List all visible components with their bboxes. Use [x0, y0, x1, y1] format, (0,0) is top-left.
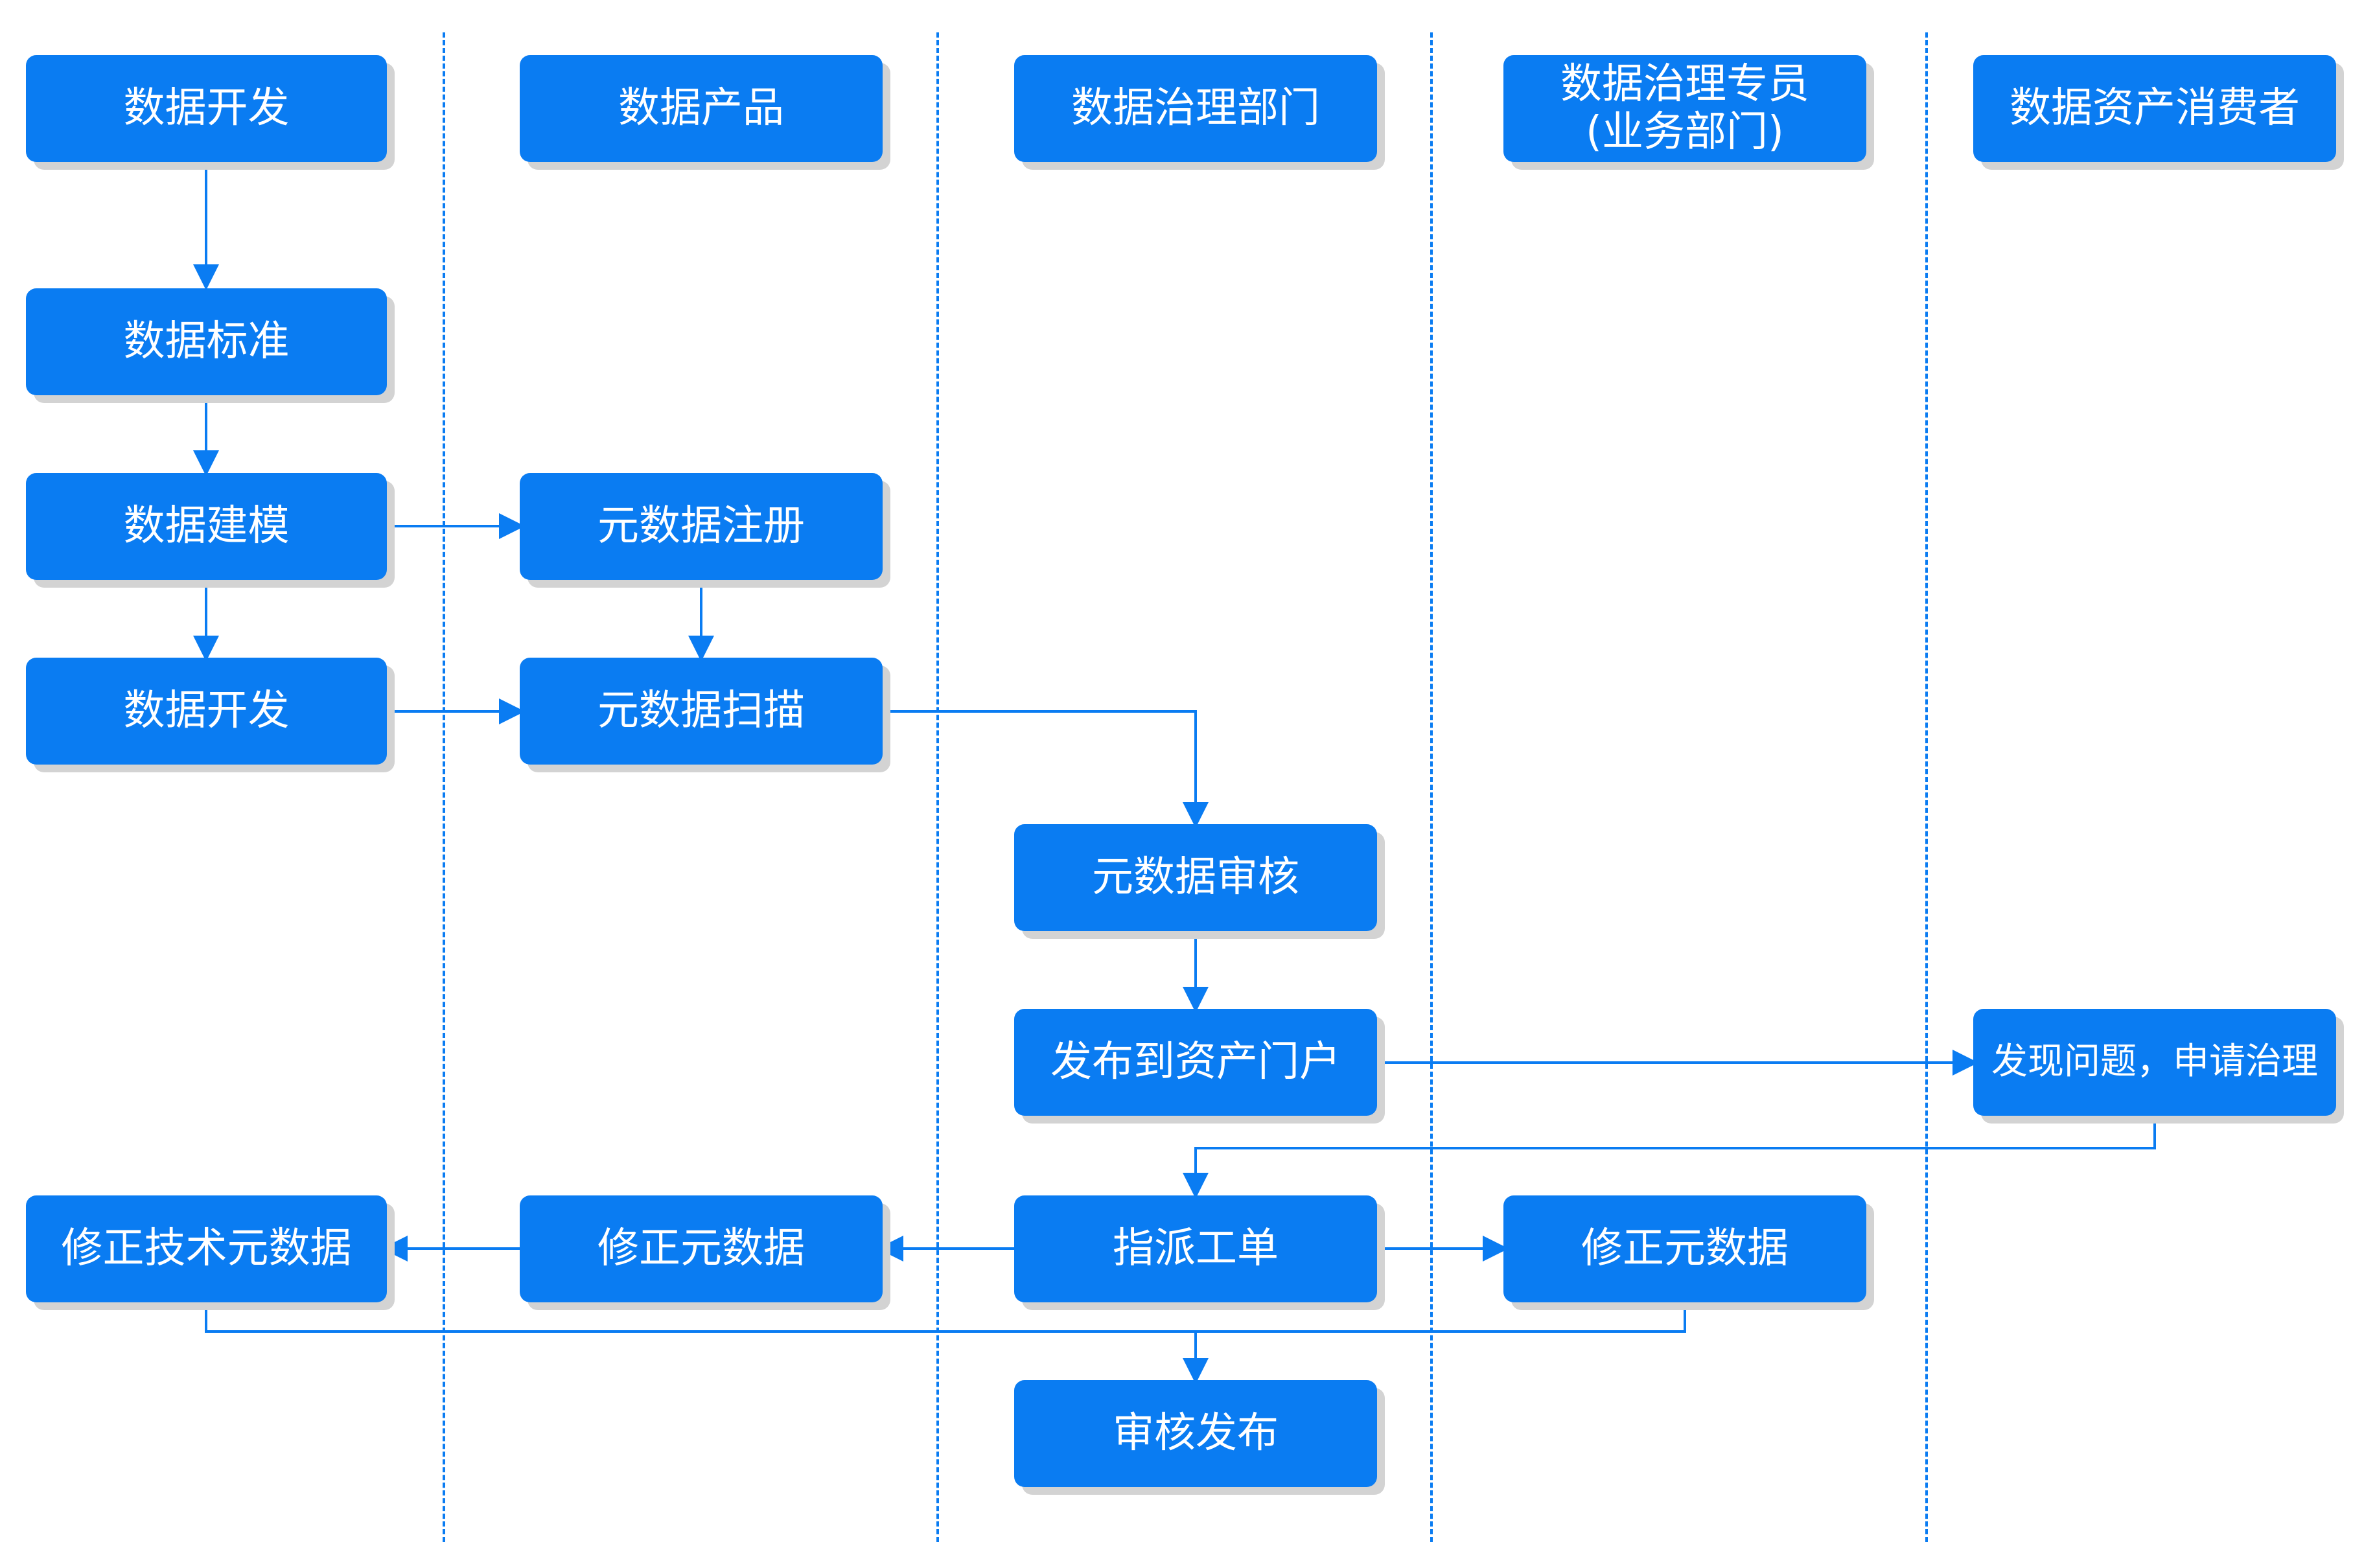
- node-label: 审核发布: [1113, 1409, 1279, 1457]
- node-data-dev: 数据开发: [26, 658, 387, 765]
- lane-header-gov-dept: 数据治理部门: [1014, 55, 1377, 162]
- node-label: 数据标准: [123, 317, 290, 365]
- lane-header-label: 数据开发: [123, 84, 290, 132]
- node-label: 元数据扫描: [597, 686, 805, 735]
- node-label: 修正元数据: [1581, 1224, 1789, 1273]
- lane-header-data-product: 数据产品: [520, 55, 883, 162]
- node-data-standard: 数据标准: [26, 288, 387, 395]
- node-assign-ticket: 指派工单: [1014, 1195, 1377, 1302]
- lane-divider: [1925, 32, 1928, 1542]
- lane-divider: [1430, 32, 1433, 1542]
- connector-tech-to-publish: [205, 1304, 1686, 1333]
- lane-divider: [936, 32, 939, 1542]
- connector-scan-to-review: [883, 710, 1209, 828]
- node-label: 数据开发: [123, 686, 290, 735]
- lane-header-label: 数据产品: [618, 84, 784, 132]
- lane-header-label: 数据治理专员: [1560, 60, 1809, 108]
- node-label: 发布到资产门户: [1050, 1037, 1341, 1086]
- node-meta-scan: 元数据扫描: [520, 658, 883, 765]
- node-fix-tech-metadata: 修正技术元数据: [26, 1195, 387, 1302]
- node-publish-portal: 发布到资产门户: [1014, 1009, 1377, 1116]
- lane-header-gov-specialist: 数据治理专员 (业务部门): [1503, 55, 1866, 162]
- lane-header-data-dev: 数据开发: [26, 55, 387, 162]
- node-label: 元数据注册: [597, 502, 805, 550]
- node-data-modeling: 数据建模: [26, 473, 387, 580]
- node-label: 元数据审核: [1092, 853, 1299, 901]
- node-fix-metadata-product: 修正元数据: [520, 1195, 883, 1302]
- node-fix-metadata-specialist: 修正元数据: [1503, 1195, 1866, 1302]
- lane-header-label: 数据资产消费者: [2010, 84, 2300, 132]
- node-label: 修正技术元数据: [61, 1224, 352, 1273]
- lane-divider: [443, 32, 445, 1542]
- node-label: 指派工单: [1113, 1224, 1279, 1273]
- connector-issue-to-assign: [1183, 1118, 2156, 1199]
- lane-header-consumer: 数据资产消费者: [1973, 55, 2336, 162]
- node-label: 修正元数据: [597, 1224, 805, 1273]
- node-review-publish: 审核发布: [1014, 1380, 1377, 1487]
- node-meta-register: 元数据注册: [520, 473, 883, 580]
- node-meta-review: 元数据审核: [1014, 824, 1377, 931]
- node-label: 发现问题，申请治理: [1991, 1041, 2318, 1083]
- node-find-issue: 发现问题，申请治理: [1973, 1009, 2336, 1116]
- lane-header-label: 数据治理部门: [1071, 84, 1320, 132]
- node-label: 数据建模: [123, 502, 290, 550]
- lane-header-sublabel: (业务部门): [1586, 108, 1784, 156]
